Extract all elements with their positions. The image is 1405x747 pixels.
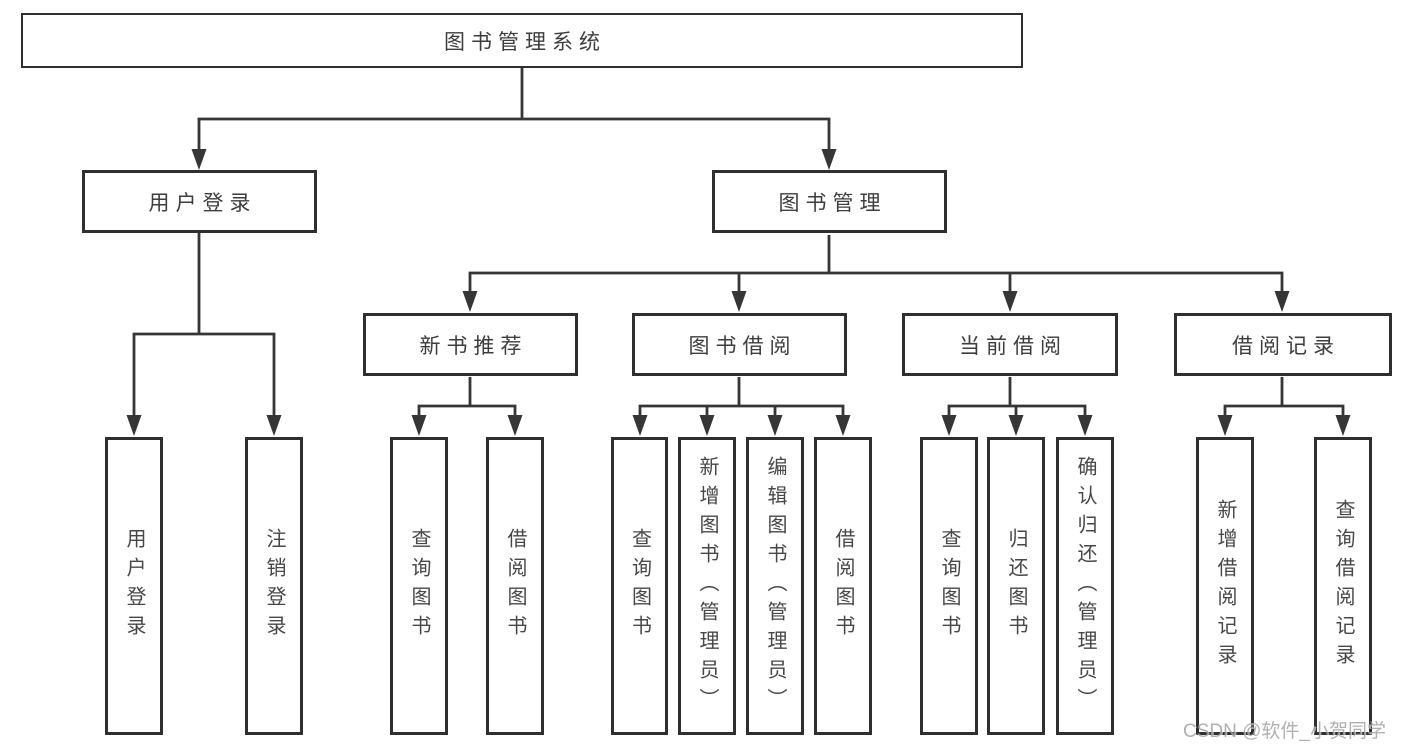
leaf-user-login: 用户登录 [105,437,163,735]
node-user-login: 用户登录 [82,170,317,233]
leaf-logout: 注销登录 [245,437,303,735]
node-current-borrow: 当前借阅 [902,313,1118,376]
node-new-book-recommend: 新书推荐 [363,313,578,376]
node-borrow-records: 借阅记录 [1174,313,1392,376]
leaf-query-books-borrow: 查询图书 [611,437,668,735]
leaf-query-books-recommend: 查询图书 [390,437,448,735]
leaf-add-books-admin: 新增图书（管理员） [678,437,736,735]
leaf-return-books: 归还图书 [987,437,1045,735]
leaf-borrow-books: 借阅图书 [814,437,872,735]
node-book-management: 图书管理 [712,170,947,233]
node-root: 图书管理系统 [21,13,1023,68]
leaf-borrow-books-recommend: 借阅图书 [486,437,544,735]
csdn-watermark: CSDN @软件_小贺同学 [1183,721,1386,742]
leaf-query-books-current: 查询图书 [920,437,978,735]
leaf-edit-books-admin: 编辑图书（管理员） [746,437,804,735]
leaf-add-borrow-record: 新增借阅记录 [1196,437,1254,735]
leaf-query-borrow-record: 查询借阅记录 [1314,437,1372,735]
leaf-confirm-return-admin: 确认归还（管理员） [1056,437,1114,735]
node-book-borrow: 图书借阅 [632,313,847,376]
arrowheads [126,149,1351,436]
